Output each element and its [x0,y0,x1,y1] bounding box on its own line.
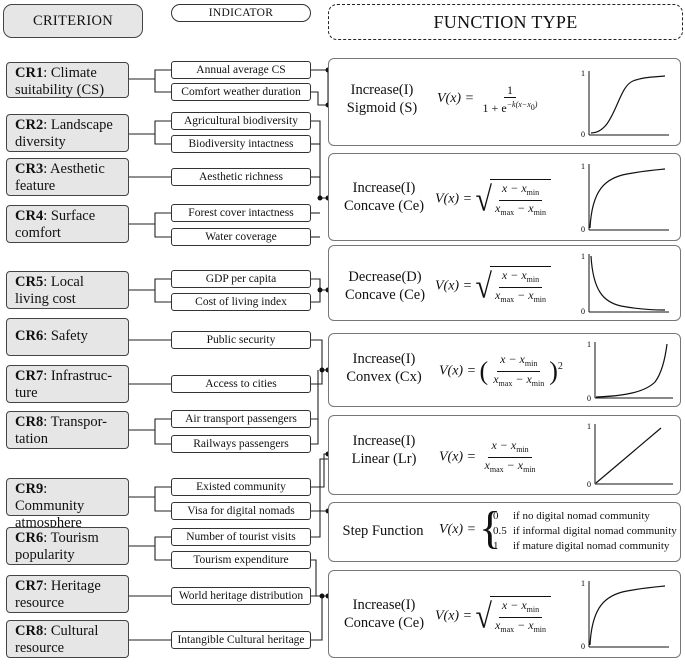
criterion-cr4: CR4: Surface comfort [6,205,129,243]
function-decrease-concave: Decrease(D)Concave (Ce) V(x) = √x − xmin… [328,245,681,321]
criterion-cr8: CR8: Transpor-tation [6,411,129,449]
function-title: Increase(I)Concave (Ce) [343,180,425,214]
indicator-header: INDICATOR [171,4,311,22]
indicator-number-of-tourist-visits: Number of tourist visits [171,528,311,546]
indicator-access-to-cities: Access to cities [171,375,311,393]
indicator-tourism-expenditure: Tourism expenditure [171,551,311,569]
criterion-cr1: CR1: Climate suitability (CS) [6,62,129,98]
svg-text:1: 1 [581,579,585,588]
indicator-comfort-weather-duration: Comfort weather duration [171,83,311,101]
indicator-agricultural-biodiversity: Agricultural biodiversity [171,112,311,130]
function-title: Step Function [342,523,424,539]
criterion-cr7-heritage: CR7: Heritage resource [6,575,129,613]
indicator-gdp-per-capita: GDP per capita [171,270,311,288]
svg-text:1: 1 [581,162,585,171]
decrease-concave-graph: 1 0 [581,252,669,316]
indicator-forest-cover-intactness: Forest cover intactness [171,204,311,222]
function-increase-concave: Increase(I)Concave (Ce) V(x) = √x − xmin… [328,153,681,241]
step-formula: V(x) = [439,522,477,537]
function-title: Decrease(D)Concave (Ce) [344,269,426,303]
svg-text:0: 0 [581,307,585,316]
function-title: Increase(I)Sigmoid (S) [346,82,418,116]
cr2-connector [129,120,171,145]
cr1-connector [129,69,171,93]
svg-text:0: 0 [581,130,585,139]
svg-text:1: 1 [587,340,591,349]
svg-text:0: 0 [587,480,591,489]
function-title: Increase(I)Linear (Lr) [351,433,417,467]
function-type-header: FUNCTION TYPE [328,4,683,40]
svg-text:0: 0 [581,225,585,234]
svg-text:1: 1 [581,69,585,78]
increase-concave-graph-2: 1 0 [581,579,669,651]
criterion-cr5: CR5: Local living cost [6,271,129,309]
criterion-header: CRITERION [3,4,143,38]
indicator-world-heritage-distribution: World heritage distribution [171,587,311,605]
svg-text:0: 0 [587,394,591,403]
svg-text:0: 0 [581,642,585,651]
indicator-biodiversity-intactness: Biodiversity intactness [171,135,311,153]
indicator-aesthetic-richness: Aesthetic richness [171,168,311,186]
indicator-cost-of-living-index: Cost of living index [171,293,311,311]
function-title: Increase(I)Concave (Ce) [343,597,425,631]
indicator-existed-community: Existed community [171,478,311,496]
convex-graph: 1 0 [587,340,673,403]
criterion-cr9: CR9: Community atmosphere [6,478,129,531]
svg-text:1: 1 [581,252,585,261]
svg-text:1: 1 [587,422,591,431]
criterion-cr6: CR6: Safety [6,318,129,356]
indicator-public-security: Public security [171,331,311,349]
cr5-connector [129,278,171,303]
function-increase-concave-2: Increase(I)Concave (Ce) V(x) = √x − xmin… [328,570,681,658]
indicator-water-coverage: Water coverage [171,228,311,246]
cr8-connector [129,418,171,445]
sigmoid-graph: 1 0 [581,69,669,139]
criterion-cr8-cultural: CR8: Cultural resource [6,620,129,658]
indicator-annual-average-cs: Annual average CS [171,61,311,79]
criterion-cr7: CR7: Infrastruc-ture [6,365,129,403]
criterion-cr2: CR2: Landscape diversity [6,114,129,152]
indicator-railways-passengers: Railways passengers [171,435,311,453]
cr9-connector [129,486,171,512]
indicator-air-transport-passengers: Air transport passengers [171,410,311,428]
increase-concave-graph: 1 0 [581,162,669,234]
indicator-intangible-cultural-heritage: Intangible Cultural heritage [171,631,311,649]
criterion-cr3: CR3: Aesthetic feature [6,158,129,196]
linear-graph: 1 0 [587,422,673,489]
cr6b-connector [129,536,171,561]
indicator-visa-for-digital-nomads: Visa for digital nomads [171,502,311,520]
cr4-connector [129,212,171,238]
function-title: Increase(I)Convex (Cx) [346,351,422,385]
criterion-cr6-tourism: CR6: Tourism popularity [6,527,129,565]
